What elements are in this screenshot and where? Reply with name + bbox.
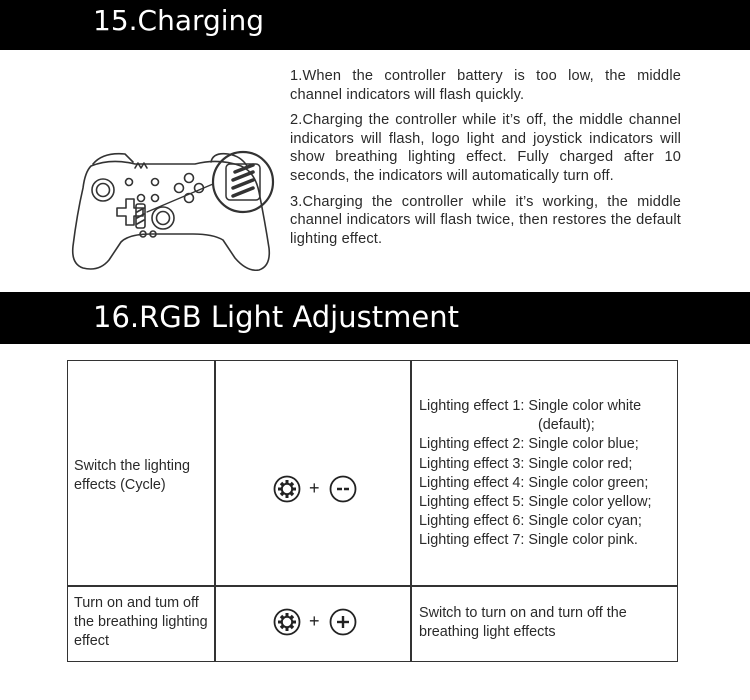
lighting-effect-line: (default); bbox=[538, 417, 595, 434]
minus-button-icon bbox=[329, 475, 357, 503]
plus-sign: + bbox=[309, 611, 320, 631]
plus-sign: + bbox=[309, 478, 320, 498]
table-divider bbox=[68, 585, 677, 587]
table-divider bbox=[410, 361, 412, 661]
table-row-1-button-combo: + bbox=[273, 475, 361, 503]
table-row-2-description: Switch to turn on and turn off the breat… bbox=[419, 605, 627, 641]
section-title-rgb: 16.RGB Light Adjustment bbox=[93, 300, 459, 334]
turbo-button-icon bbox=[273, 608, 301, 636]
lighting-effect-line: Lighting effect 3: Single color red; bbox=[419, 455, 633, 472]
table-row-2-function: Turn on and tum off the breathing lighti… bbox=[74, 595, 208, 650]
rgb-adjustment-table: Switch the lighting effects (Cycle) + Li… bbox=[67, 360, 678, 662]
controller-illustration bbox=[71, 150, 275, 272]
lighting-effect-line: Lighting effect 4: Single color green; bbox=[419, 474, 649, 491]
lighting-effect-line: Lighting effect 1: Single color white bbox=[419, 398, 642, 414]
section-title-charging: 15.Charging bbox=[93, 4, 265, 37]
plus-button-icon bbox=[329, 608, 357, 636]
section-banner-charging: 15.Charging bbox=[0, 0, 750, 50]
lighting-effect-line: Lighting effect 2: Single color blue; bbox=[419, 436, 639, 453]
charging-paragraph-3: 3.Charging the controller while it’s wor… bbox=[290, 193, 681, 247]
charging-paragraph-2: 2.Charging the controller while it’s off… bbox=[290, 112, 681, 184]
table-divider bbox=[214, 361, 216, 661]
lighting-effect-line: Lighting effect 5: Single color yellow; bbox=[419, 494, 652, 511]
lighting-effect-line: Lighting effect 7: Single color pink. bbox=[419, 532, 638, 549]
section-banner-rgb: 16.RGB Light Adjustment bbox=[0, 292, 750, 344]
table-row-2-button-combo: + bbox=[273, 608, 361, 636]
table-row-1-function: Switch the lighting effects (Cycle) bbox=[74, 458, 190, 494]
charging-paragraph-1: 1.When the controller battery is too low… bbox=[290, 68, 681, 103]
lighting-effect-line: Lighting effect 6: Single color cyan; bbox=[419, 513, 642, 530]
turbo-button-icon bbox=[273, 475, 301, 503]
table-row-1-description: Lighting effect 1: Single color white (d… bbox=[419, 397, 679, 551]
charging-instructions: 1.When the controller battery is too low… bbox=[290, 67, 681, 255]
